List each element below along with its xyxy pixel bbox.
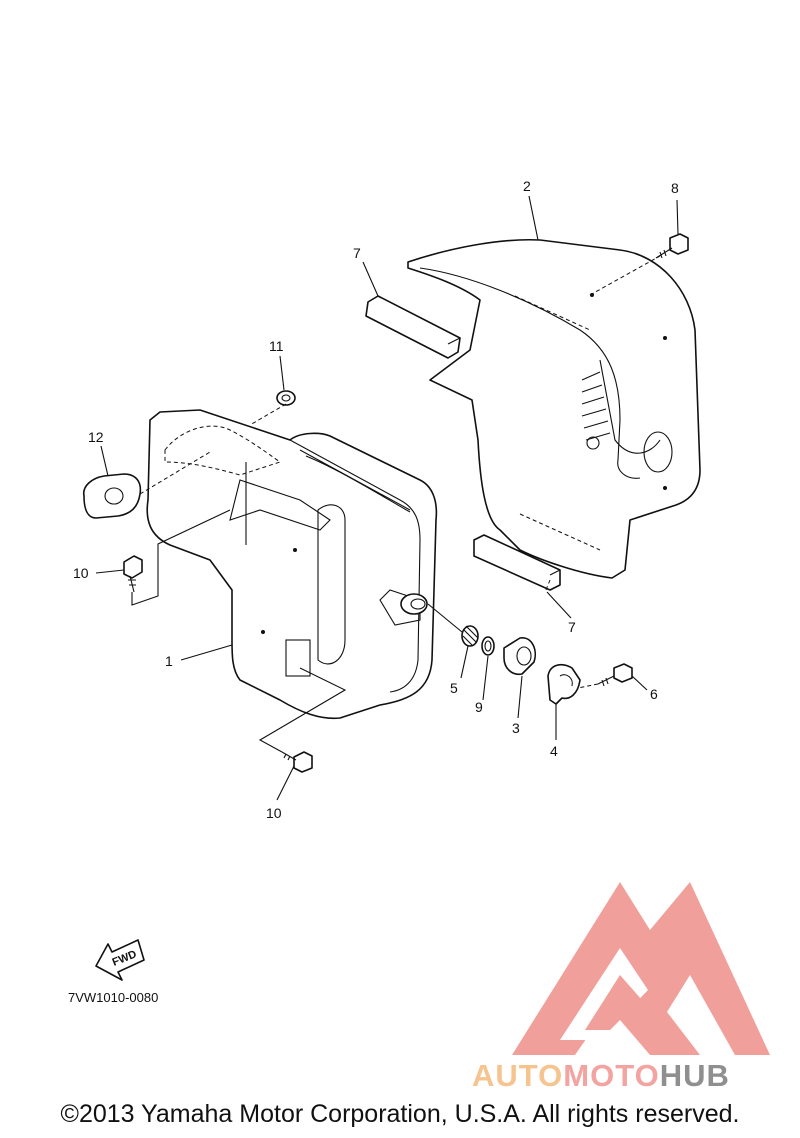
callout-12: 12 xyxy=(88,429,104,445)
spark-arrester-screen xyxy=(461,625,479,647)
washer xyxy=(481,636,495,656)
brand-watermark: AUTOMOTOHUB xyxy=(472,1058,730,1094)
brand-part-hub: HUB xyxy=(659,1058,730,1093)
damper-lower xyxy=(473,534,561,591)
copyright-notice: ©2013 Yamaha Motor Corporation, U.S.A. A… xyxy=(60,1100,740,1128)
callout-1: 1 xyxy=(165,653,173,669)
brand-part-auto: AUTO xyxy=(472,1058,564,1093)
muffler-body xyxy=(146,409,438,720)
clamp-bolt xyxy=(597,663,633,687)
callout-8: 8 xyxy=(671,180,679,196)
bolt-upper xyxy=(123,555,143,593)
callout-9: 9 xyxy=(475,699,483,715)
leader-lines xyxy=(95,195,679,801)
bolt-lower xyxy=(281,751,313,773)
callout-6: 6 xyxy=(650,686,658,702)
automotohub-logo-mark xyxy=(512,882,770,1055)
brand-part-moto: MOTO xyxy=(563,1058,660,1093)
callout-10-lower: 10 xyxy=(266,805,282,821)
callout-5: 5 xyxy=(450,680,458,696)
bolt-cover xyxy=(655,233,689,259)
gasket xyxy=(82,473,142,519)
assembly-lines xyxy=(131,255,661,753)
callout-7-upper: 7 xyxy=(353,245,361,261)
damper-upper xyxy=(365,295,461,359)
callout-11: 11 xyxy=(269,338,284,354)
callout-7-lower: 7 xyxy=(568,619,576,635)
callout-10-upper: 10 xyxy=(73,565,89,581)
callout-2: 2 xyxy=(523,178,531,194)
nut xyxy=(276,390,296,406)
drawing-code: 7VW1010-0080 xyxy=(68,990,159,1005)
callout-4: 4 xyxy=(550,743,558,759)
fwd-arrow-icon: FWD xyxy=(95,939,145,981)
clamp xyxy=(547,663,581,705)
exhaust-pipe-end xyxy=(503,637,536,676)
callout-3: 3 xyxy=(512,720,520,736)
muffler-cover xyxy=(407,238,701,579)
